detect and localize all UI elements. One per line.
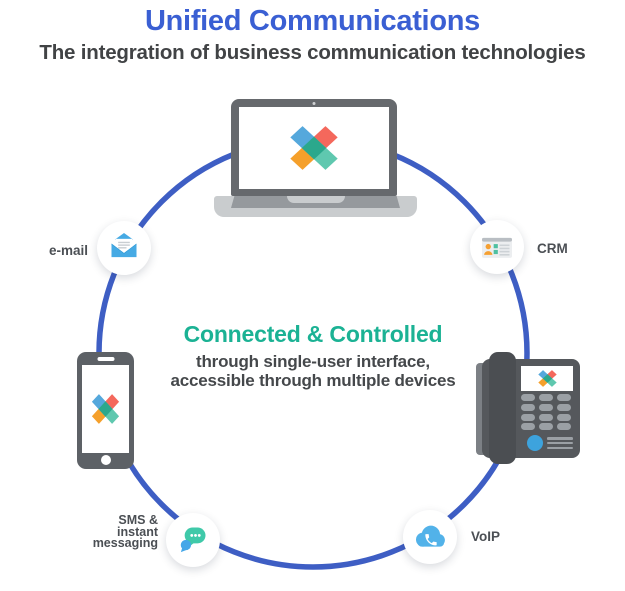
x-logo-icon <box>290 126 338 170</box>
keypad-key <box>557 413 571 421</box>
keypad-key <box>521 403 535 411</box>
smartphone-screen <box>82 365 129 453</box>
page-subtitle: The integration of business communicatio… <box>39 41 586 64</box>
cloud-phone-icon <box>416 525 445 547</box>
keypad-key <box>521 423 535 431</box>
keypad-key <box>539 423 553 431</box>
keypad-key <box>539 413 553 421</box>
phone-speaker-icon <box>97 357 114 361</box>
webcam-dot-icon <box>312 101 316 105</box>
speaker-button-icon <box>527 435 543 451</box>
voip-node <box>403 510 457 564</box>
center-line-2: accessible through multiple devices <box>170 370 456 390</box>
center-line-1: through single-user interface, <box>196 352 430 371</box>
email-node <box>97 221 151 275</box>
x-logo-icon <box>91 394 120 424</box>
keypad-key <box>557 394 571 401</box>
email-label: e-mail <box>48 243 88 258</box>
center-text-block: Connected & Controlled through single-us… <box>113 321 513 390</box>
contact-card-icon <box>482 237 512 258</box>
voip-label: VoIP <box>471 529 501 544</box>
laptop-base <box>214 196 417 217</box>
x-logo-icon <box>537 370 557 387</box>
desk-phone-keypad <box>521 394 573 432</box>
home-button-icon <box>100 455 111 465</box>
smartphone <box>77 352 134 469</box>
desk-phone <box>476 352 580 464</box>
keypad-key <box>521 394 535 401</box>
keypad-key <box>539 403 553 411</box>
keypad-key <box>557 403 571 411</box>
chat-bubbles-icon <box>180 527 206 553</box>
laptop-notch <box>286 196 345 203</box>
speaker-grill-icon <box>547 437 573 452</box>
page-title: Unified Communications <box>145 5 480 37</box>
sms-label: SMS & instant messaging <box>92 513 158 550</box>
crm-node <box>470 220 524 274</box>
crm-label: CRM <box>537 241 568 256</box>
sms-node <box>166 513 220 567</box>
keypad-key <box>557 423 571 431</box>
keypad-key <box>539 394 553 401</box>
desk-phone-display <box>521 366 573 391</box>
open-envelope-icon <box>111 233 137 258</box>
desk-phone-handset <box>489 352 516 464</box>
laptop-screen <box>231 99 397 196</box>
keypad-key <box>521 413 535 421</box>
laptop-display <box>239 107 389 189</box>
center-heading: Connected & Controlled <box>183 321 443 347</box>
